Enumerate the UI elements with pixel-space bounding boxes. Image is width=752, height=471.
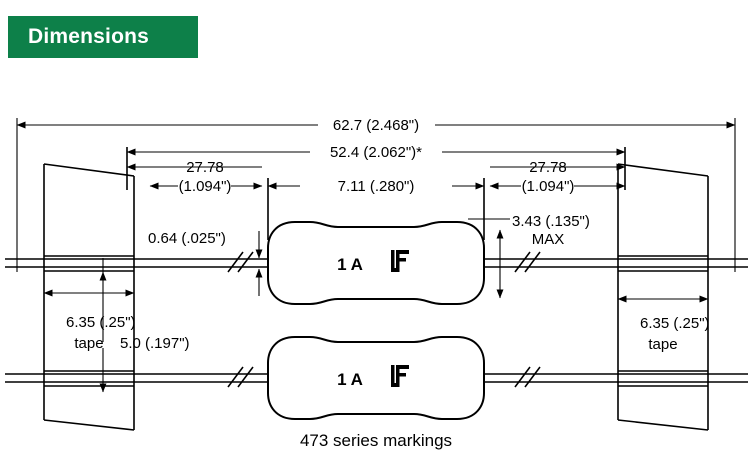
dim-body-diameter-label: 3.43 (.135") [512, 213, 590, 230]
dim-tape-left-label: tape [74, 335, 103, 352]
tape-right-body [617, 163, 709, 431]
dim-body-diameter-note: MAX [532, 231, 565, 248]
dim-body-length-label: 7.11 (.280") [338, 178, 415, 195]
page-title: Dimensions [28, 25, 150, 48]
fuse-body-lower [267, 336, 485, 420]
dim-lead-span: 52.4 (2.062")* [126, 144, 626, 161]
fuse-assembly-upper: 1 A [5, 221, 748, 305]
dim-overall-length-label: 62.7 (2.468") [333, 117, 419, 134]
dim-left-lead-value: 27.78 [186, 159, 224, 176]
drawing-caption: 473 series markings [300, 431, 452, 450]
dim-left-lead-inch: (1.094") [179, 178, 232, 195]
section-header-dimensions: Dimensions [8, 16, 198, 58]
dim-tape-right-width: 6.35 (.25") tape [617, 295, 710, 353]
dim-body-diameter: 3.43 (.135") MAX [468, 213, 590, 299]
dim-lead-span-label: 52.4 (2.062")* [330, 144, 422, 161]
dim-right-lead-value: 27.78 [529, 159, 567, 176]
dim-tape-right-width-label: 6.35 (.25") [640, 315, 710, 332]
fuse-rating-label-upper: 1 A [337, 255, 363, 274]
dim-lead-diameter-label: 0.64 (.025") [148, 230, 226, 247]
dim-tape-right-label: tape [648, 336, 677, 353]
littelfuse-logo-icon-lower [391, 365, 409, 387]
dim-tape-left-width: 6.35 (.25") tape [43, 289, 136, 352]
dim-tape-pitch-label: 5.0 (.197") [120, 335, 190, 352]
dim-tape-left-width-label: 6.35 (.25") [66, 314, 136, 331]
dim-tape-pitch: 5.0 (.197") [99, 271, 190, 393]
dim-left-lead: 27.78 (1.094") [126, 159, 263, 195]
dim-lead-diameter: 0.64 (.025") [148, 230, 263, 296]
tape-left-body [43, 163, 135, 431]
dim-right-lead: 27.78 (1.094") [489, 159, 626, 195]
dim-body-length: 7.11 (.280") [267, 178, 485, 195]
fuse-rating-label-lower: 1 A [337, 370, 363, 389]
littelfuse-logo-icon-upper [391, 250, 409, 272]
fuse-assembly-lower: 1 A [5, 336, 748, 420]
fuse-body-upper [267, 221, 485, 305]
dim-overall-length: 62.7 (2.468") [16, 117, 736, 134]
dim-right-lead-inch: (1.094") [522, 178, 575, 195]
